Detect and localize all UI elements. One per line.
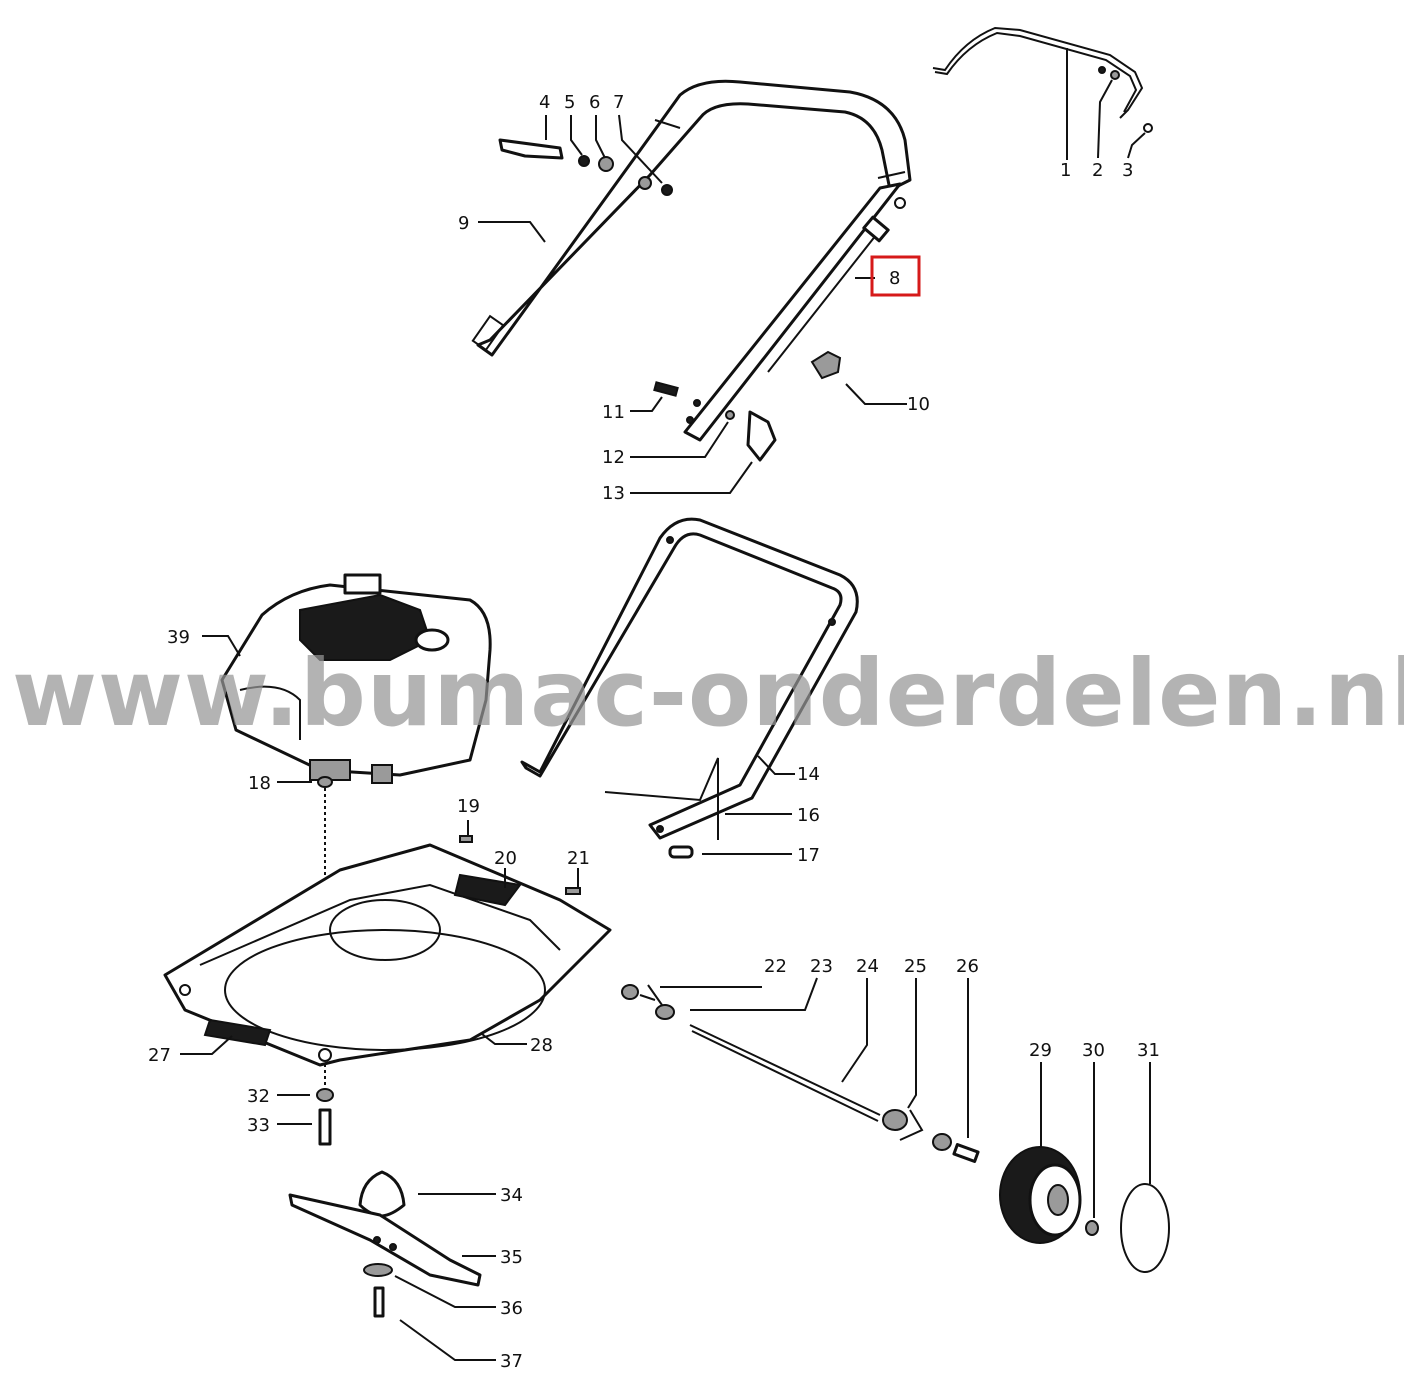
label-part-29: 29 [1029,1040,1052,1061]
part-number-labels: 1 2 3 4 5 6 7 8 9 10 11 12 13 14 16 17 1… [148,92,1160,1372]
label-part-16: 16 [797,805,820,826]
label-part-14: 14 [797,764,820,785]
label-part-18: 18 [248,773,271,794]
label-part-21: 21 [567,848,590,869]
axle-and-wheel-drawing [621,984,1170,1273]
label-part-35: 35 [500,1247,523,1268]
label-part-22: 22 [764,956,787,977]
label-part-12: 12 [602,447,625,468]
blade-bolt-parts [316,1088,334,1146]
label-part-20: 20 [494,848,517,869]
highlight-box-part-8 [870,255,921,297]
upper-handle-drawing [471,79,912,442]
label-part-3: 3 [1122,160,1133,181]
label-part-27: 25 [904,956,927,977]
label-part-26: 24 [856,956,879,977]
engine-drawing [220,573,492,784]
leader-lines [180,48,1151,1361]
label-part-9: 9 [458,213,469,234]
label-part-5: 5 [564,92,575,113]
label-part-33: 33 [247,1115,270,1136]
label-part-24: 27 [148,1045,171,1066]
lower-handle-frame-drawing [520,517,859,859]
label-part-30: 30 [1082,1040,1105,1061]
label-part-8: 8 [889,268,900,289]
label-part-32: 32 [247,1086,270,1107]
blade-assembly-drawing [288,1170,482,1318]
small-hardware-top-left [498,138,673,196]
handle-hardware-mid [653,350,842,462]
label-part-37: 37 [500,1351,523,1372]
label-part-25: 28 [530,1035,553,1056]
label-part-34: 34 [500,1185,523,1206]
label-part-7: 7 [613,92,624,113]
label-part-23: 23 [810,956,833,977]
label-part-28: 26 [956,956,979,977]
label-part-2: 2 [1092,160,1103,181]
label-part-17: 17 [797,845,820,866]
label-part-36: 36 [500,1298,523,1319]
mower-deck-drawing [163,835,612,1067]
label-part-31: 31 [1137,1040,1160,1061]
label-part-4: 4 [539,92,550,113]
label-part-6: 6 [589,92,600,113]
label-part-19: 19 [457,796,480,817]
label-part-1: 1 [1060,160,1071,181]
label-part-10: 10 [907,394,930,415]
label-part-11: 11 [602,402,625,423]
label-part-13: 13 [602,483,625,504]
label-part-39: 39 [167,627,190,648]
control-lever-drawing [932,26,1153,133]
